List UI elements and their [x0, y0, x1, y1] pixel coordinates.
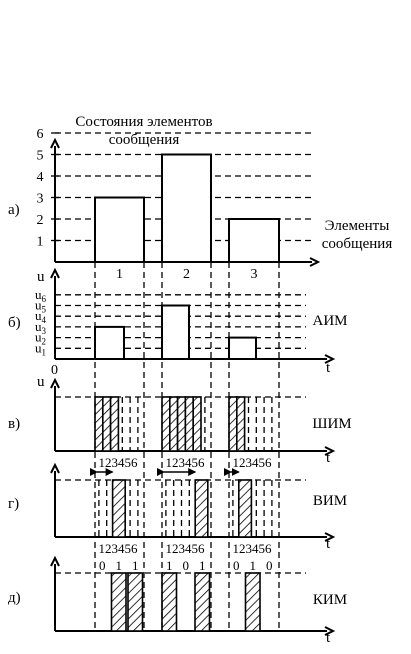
panel-b-level-label-5: u5: [35, 298, 47, 315]
panel-b-pulse-3: [228, 336, 257, 361]
panel-c-slot-digits-2: 123456: [166, 455, 206, 470]
header-title-line2: сообщения: [109, 132, 180, 148]
panel-d-x-arrow: [324, 532, 336, 542]
panel-e-bit-3-3: 0: [266, 558, 273, 573]
panel-b-origin: 0: [51, 363, 58, 378]
panel-b-pulse-2: [161, 304, 190, 360]
panel-a-message-states: 1 2 3 4 5 6 1 2 3: [37, 127, 321, 282]
panel-e-pulse-1-2: [110, 572, 127, 632]
panel-c-slot-digits-3: 123456: [233, 455, 273, 470]
panel-a-ytick-label-1: 1: [37, 235, 44, 250]
panel-b-name: АИМ: [312, 313, 347, 329]
panel-b-y-arrow: [50, 267, 60, 279]
panel-e-bit-2-2: 0: [183, 558, 190, 573]
panel-e-pulse-2-3: [194, 572, 211, 632]
panel-a-side-label-2: сообщения: [322, 236, 393, 252]
panel-c-pulse-2-slot-1: [161, 396, 171, 452]
panel-c-pulse-2-slot-5: [192, 396, 202, 452]
panel-a-bar-1: [94, 196, 145, 263]
panel-e-bit-2-3: 1: [199, 558, 206, 573]
panel-d-pulse-3: [238, 479, 253, 538]
panel-c-pulse-1-slot-3: [109, 396, 120, 452]
header-title-line1: Состояния элементов: [75, 114, 212, 130]
panel-d-y-arrow: [50, 462, 60, 474]
panel-a-element-label-2: 2: [183, 267, 190, 282]
panel-d-slot-digits-1: 123456: [99, 541, 139, 556]
panel-c-slot-digits-1: 123456: [99, 455, 139, 470]
panel-d-pulse-1: [111, 479, 126, 538]
panel-a-ytick-label-5: 5: [37, 149, 44, 164]
panel-e-bit-3-1: 0: [233, 558, 240, 573]
element-boundaries: [94, 262, 280, 630]
panel-a-y-arrow: [50, 137, 60, 149]
panel-d-pulse-2: [194, 479, 209, 538]
panel-e-pulse-3-2: [244, 572, 261, 632]
panel-a-label: а): [8, 202, 20, 218]
panel-a-ytick-label-6: 6: [37, 127, 44, 142]
panel-c-name: ШИМ: [312, 416, 351, 432]
panel-c-pulse-3-slot-1: [228, 396, 238, 452]
panel-e-bit-3-2: 1: [250, 558, 257, 573]
panel-c-label: в): [8, 416, 20, 432]
panel-e-bit-2-1: 1: [166, 558, 173, 573]
panel-b-axis-t: t: [326, 360, 331, 376]
panel-a-element-label-1: 1: [116, 267, 123, 282]
panel-a-bar-2: [161, 153, 212, 263]
panel-b-axis-u: u: [37, 269, 45, 285]
panel-c-axis-t: t: [326, 450, 331, 466]
panel-c-pulse-2-slot-2: [169, 396, 179, 452]
panel-e-name: КИМ: [313, 592, 347, 608]
panel-e-pulse-1-3: [127, 572, 144, 632]
panel-c-pulse-1-slot-1: [94, 396, 104, 452]
panel-b-label: б): [8, 315, 21, 331]
panel-e-bit-1-2: 1: [116, 558, 123, 573]
panel-c-pulse-3-slot-2: [236, 396, 246, 452]
panel-b-level-label-4: u4: [35, 308, 47, 325]
panel-d-label: г): [8, 496, 19, 512]
panel-a-ytick-label-3: 3: [37, 192, 44, 207]
panel-c-pulse-2-slot-4: [184, 396, 194, 452]
panel-b-level-label-3: u3: [35, 319, 47, 336]
panel-a-bar-3: [228, 218, 280, 263]
panel-d-slot-digits-2: 123456: [166, 541, 206, 556]
panel-d-slot-digits-3: 123456: [233, 541, 273, 556]
panel-b-level-label-1: u1: [35, 340, 46, 357]
panel-b-pulse-1: [94, 325, 125, 360]
panel-a-ytick-label-4: 4: [37, 170, 44, 185]
panel-c-y-arrow: [50, 377, 60, 389]
panel-c-shim: 123456 123456 123456: [50, 377, 336, 470]
panel-e-pulse-2-1: [161, 572, 178, 632]
panel-c-axis-u: u: [37, 374, 45, 390]
panel-e-label: д): [8, 590, 21, 606]
panel-c-pulse-1-slot-2: [102, 396, 112, 452]
panel-d-name: ВИМ: [313, 493, 347, 509]
panel-b-level-label-2: u2: [35, 330, 46, 347]
panel-c-pulse-2-slot-3: [176, 396, 187, 452]
panel-a-side-label-1: Элементы: [325, 218, 390, 234]
panel-a-element-label-3: 3: [251, 267, 258, 282]
panel-e-bit-1-3: 1: [132, 558, 139, 573]
panel-e-bit-1-1: 0: [99, 558, 106, 573]
panel-d-axis-t: t: [326, 536, 331, 552]
panel-b-level-label-6: u6: [35, 287, 47, 304]
panel-c-x-arrow: [324, 446, 336, 456]
panel-a-x-arrow: [309, 257, 321, 267]
panel-a-ytick-label-2: 2: [37, 213, 44, 228]
panel-b-x-arrow: [324, 354, 336, 364]
panel-d-vim: 123456 123456 123456: [50, 462, 336, 556]
panel-e-y-arrow: [50, 555, 60, 567]
panel-e-axis-t: t: [326, 630, 331, 646]
panel-e-x-arrow: [324, 626, 336, 636]
